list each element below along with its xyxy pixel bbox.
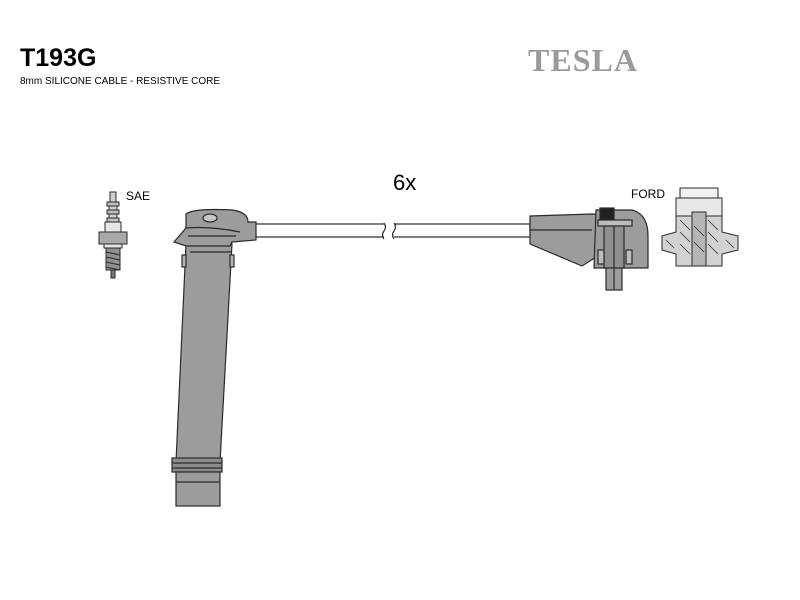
product-code: T193G [20, 44, 97, 72]
sae-label: SAE [126, 189, 150, 203]
brand-logo: TESLA [528, 42, 638, 78]
ignition-cable [254, 222, 531, 240]
straight-boot [171, 208, 257, 507]
spark-plug-icon [98, 191, 128, 279]
angled-boot [529, 207, 649, 291]
ford-terminal-icon [661, 187, 739, 267]
ford-label: FORD [631, 187, 665, 201]
product-description: 8mm SILICONE CABLE - RESISTIVE CORE [20, 76, 221, 87]
quantity-label: 6x [393, 170, 416, 195]
